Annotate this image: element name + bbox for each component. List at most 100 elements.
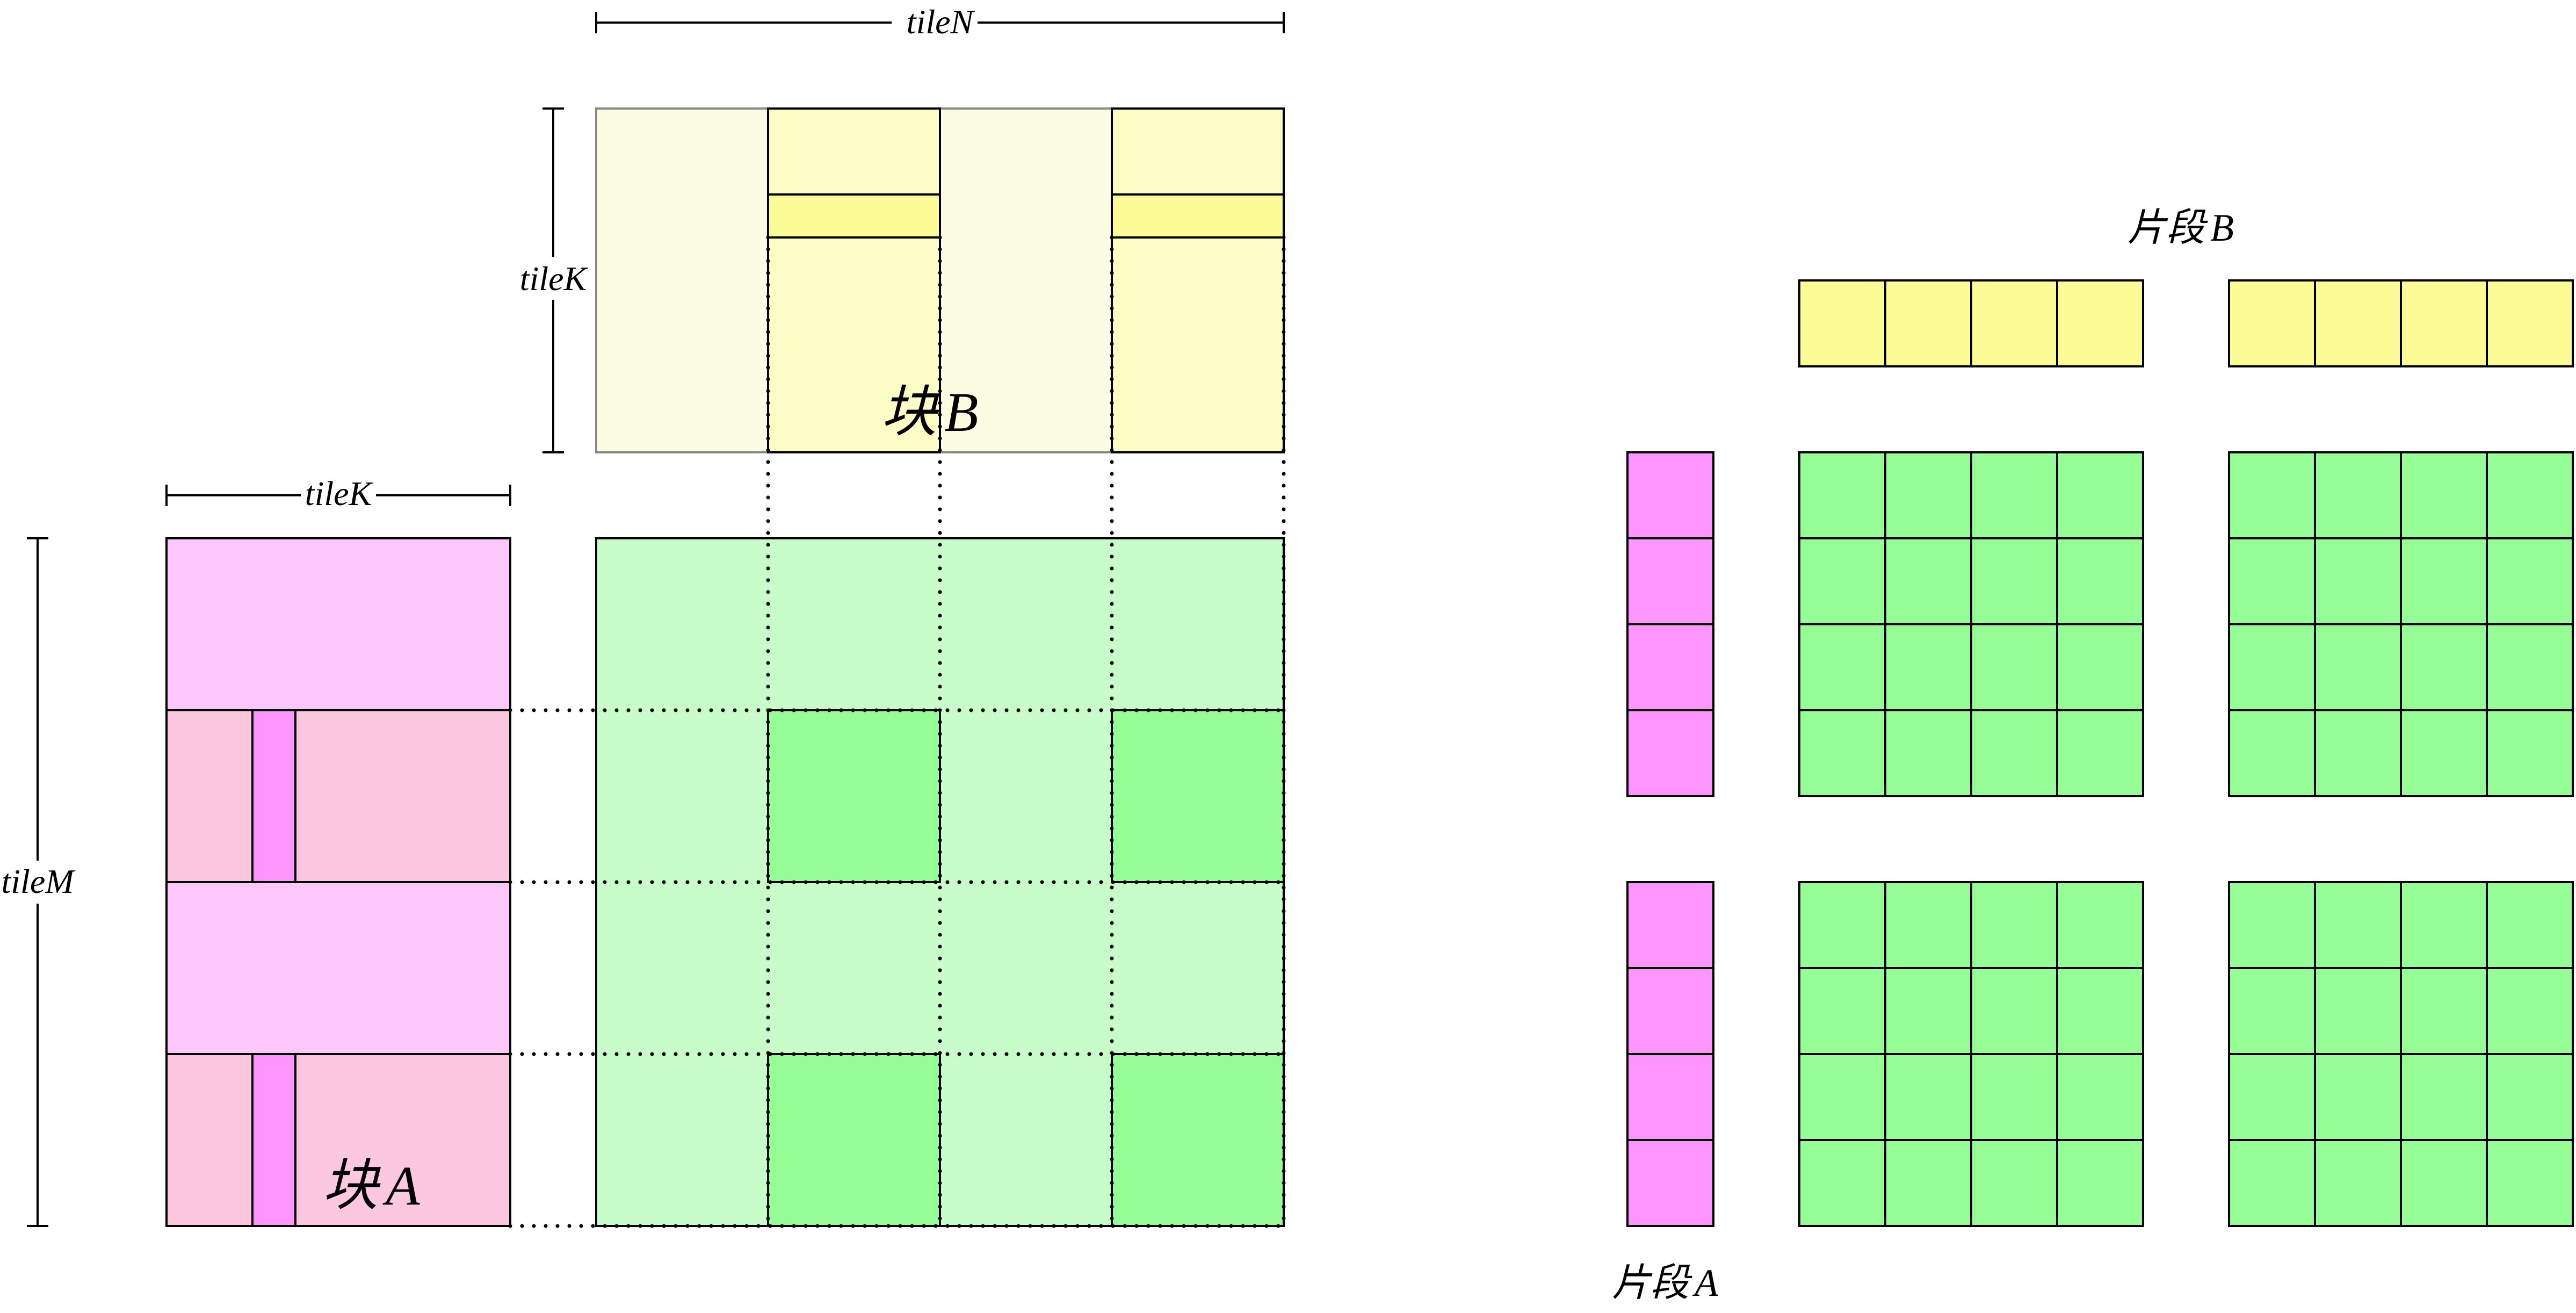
fragment-c-cell — [2314, 709, 2402, 797]
block-c-tile — [767, 1053, 941, 1227]
fragment-c-cell — [2314, 967, 2402, 1055]
fragment-c-cell — [2056, 709, 2144, 797]
fragment-c-cell — [2486, 1053, 2574, 1141]
block-c-tile — [1111, 1053, 1285, 1227]
block-a — [165, 537, 511, 1227]
block-b-strip-1 — [767, 193, 941, 239]
fragment-c-cell — [1798, 709, 1886, 797]
fragment-c-cell — [2228, 709, 2316, 797]
fragment-c-cell — [2486, 709, 2574, 797]
fragment-c-cell — [2400, 623, 2488, 711]
fragment-c-cell — [2228, 967, 2316, 1055]
fragment-c-cell — [2400, 709, 2488, 797]
fragment-c-cell — [1884, 709, 1972, 797]
fragment-b-cell — [2056, 279, 2144, 367]
fragment-b-cell — [2486, 279, 2574, 367]
fragment-b-cell — [2314, 279, 2402, 367]
block-b — [595, 107, 1285, 453]
fragment-c-cell — [1970, 709, 2058, 797]
fragment-a-cell — [1626, 967, 1714, 1055]
fragment-c-cell — [2314, 1139, 2402, 1227]
fragment-b-cell — [2400, 279, 2488, 367]
fragment-c-cell — [2228, 537, 2316, 625]
block-c-tile — [767, 709, 941, 883]
fragment-c-cell — [1884, 623, 1972, 711]
fragment-a-cell — [1626, 537, 1714, 625]
fragment-c-cell — [2228, 1053, 2316, 1141]
fragment-b-cell — [1970, 279, 2058, 367]
fragment-c-cell — [2228, 451, 2316, 539]
fragment-c-cell — [2056, 967, 2144, 1055]
fragment-c-cell — [1798, 537, 1886, 625]
fragment-c-cell — [2486, 451, 2574, 539]
fragment-c-cell — [2486, 537, 2574, 625]
fragment-c-cell — [1798, 881, 1886, 969]
fragment-c-cell — [2400, 537, 2488, 625]
fragment-c-cell — [2314, 881, 2402, 969]
fragment-c-cell — [2486, 967, 2574, 1055]
block-b-column-2 — [1111, 107, 1285, 453]
fragment-c-cell — [2314, 451, 2402, 539]
fragment-c-cell — [2056, 537, 2144, 625]
fragment-b-cell — [2228, 279, 2316, 367]
fragment-c-cell — [1970, 967, 2058, 1055]
fragment-c-cell — [1798, 1139, 1886, 1227]
fragment-c-cell — [1798, 451, 1886, 539]
fragment-c-cell — [1884, 537, 1972, 625]
fragment-c-cell — [2314, 537, 2402, 625]
block-a-row-2 — [165, 1053, 511, 1227]
fragment-c-cell — [2228, 881, 2316, 969]
fragment-c-cell — [2400, 1139, 2488, 1227]
fragment-c-cell — [1970, 1053, 2058, 1141]
fragment-a-cell — [1626, 881, 1714, 969]
fragment-c-cell — [2056, 451, 2144, 539]
block-c-tile — [1111, 709, 1285, 883]
fragment-c-cell — [1798, 623, 1886, 711]
fragment-c-cell — [2486, 1139, 2574, 1227]
fragment-c-cell — [2486, 881, 2574, 969]
fragment-c-cell — [2056, 1139, 2144, 1227]
block-a-strip-1 — [251, 709, 296, 883]
tileN-label: tileN — [907, 3, 975, 41]
fragment-c-cell — [1798, 967, 1886, 1055]
fragment-c-cell — [2400, 881, 2488, 969]
tileK-top-label: tileK — [520, 259, 589, 298]
block-b-strip-2 — [1111, 193, 1285, 239]
fragment-c-cell — [2400, 1053, 2488, 1141]
fragment-c-cell — [2228, 1139, 2316, 1227]
block-a-row-1 — [165, 709, 511, 883]
fragment-grid — [1626, 279, 2574, 1227]
fragment-c-cell — [1884, 1053, 1972, 1141]
fragment-c-cell — [2228, 623, 2316, 711]
fragment-c-cell — [2314, 1053, 2402, 1141]
fragment-c-cell — [2486, 623, 2574, 711]
tileM-label: tileM — [1, 862, 76, 900]
fragment-c-cell — [1970, 1139, 2058, 1227]
fragment-b-cell — [1798, 279, 1886, 367]
fragment-a-cell — [1626, 1139, 1714, 1227]
block-a-strip-2 — [251, 1053, 296, 1227]
fragment-c-cell — [1970, 537, 2058, 625]
fragment-c-cell — [1884, 881, 1972, 969]
fragment-c-cell — [2056, 623, 2144, 711]
dotted-guides — [508, 235, 1286, 1228]
fragment-c-cell — [2314, 623, 2402, 711]
fragment-c-cell — [1970, 451, 2058, 539]
fragment-a-cell — [1626, 1053, 1714, 1141]
fragment-c-cell — [1970, 623, 2058, 711]
fragment-a-cell — [1626, 709, 1714, 797]
fragment-c-cell — [2056, 881, 2144, 969]
fragment-a-cell — [1626, 623, 1714, 711]
fragment-c-cell — [1884, 967, 1972, 1055]
fragment-c-cell — [2400, 967, 2488, 1055]
fragment-c-cell — [1884, 451, 1972, 539]
fragment-c-cell — [1798, 1053, 1886, 1141]
block-b-column-1 — [767, 107, 941, 453]
fragment-c-cell — [2056, 1053, 2144, 1141]
fragment-a-cell — [1626, 451, 1714, 539]
